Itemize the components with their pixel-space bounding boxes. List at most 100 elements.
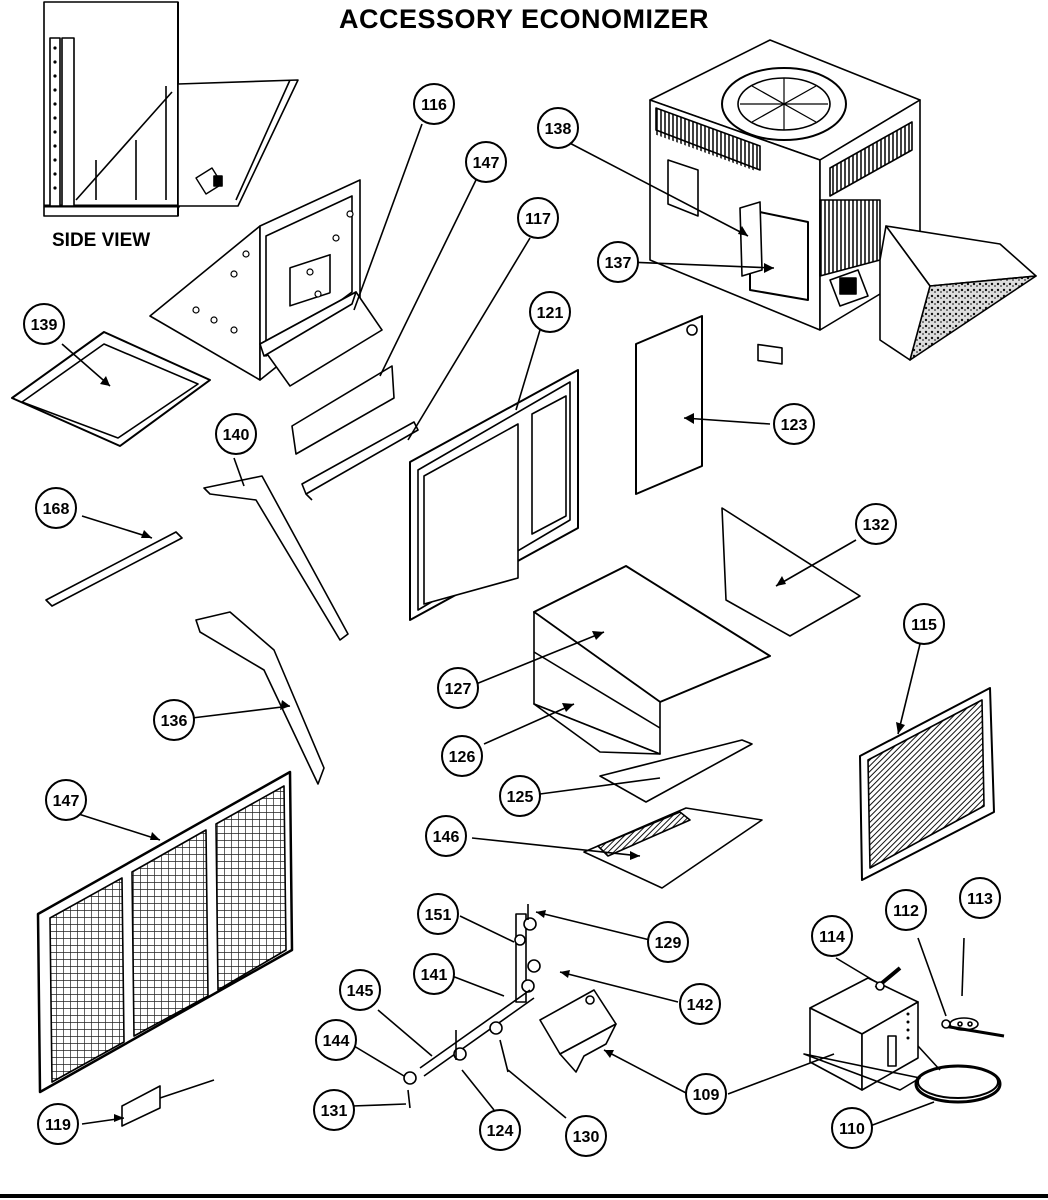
rooftop-unit bbox=[649, 39, 1037, 365]
callout-circle bbox=[959, 877, 1001, 919]
callout-circle bbox=[517, 197, 559, 239]
callout-147: 147 bbox=[45, 779, 87, 821]
callout-circle bbox=[437, 667, 479, 709]
callout-121: 121 bbox=[529, 291, 571, 333]
callout-168: 168 bbox=[35, 487, 77, 529]
callout-129: 129 bbox=[647, 921, 689, 963]
callout-115: 115 bbox=[903, 603, 945, 645]
diagram-title: ACCESSORY ECONOMIZER bbox=[338, 4, 710, 34]
callout-label: 139 bbox=[31, 317, 58, 334]
callout-136: 136 bbox=[153, 699, 195, 741]
callout-112: 112 bbox=[885, 889, 927, 931]
part-146-filter bbox=[36, 770, 294, 1094]
callout-circle bbox=[441, 735, 483, 777]
callout-circle bbox=[679, 983, 721, 1025]
callout-label: 123 bbox=[781, 417, 808, 434]
callout-circle bbox=[37, 1103, 79, 1145]
callout-circle bbox=[903, 603, 945, 645]
callout-circle bbox=[885, 889, 927, 931]
callout-127: 127 bbox=[437, 667, 479, 709]
callout-circle bbox=[413, 953, 455, 995]
part-168-angle bbox=[45, 531, 183, 607]
callout-label: 137 bbox=[605, 255, 632, 272]
callout-label: 124 bbox=[487, 1123, 514, 1140]
part-136-bracket bbox=[195, 611, 325, 785]
part-116-hood-frame bbox=[149, 179, 383, 387]
callout-circle bbox=[831, 1107, 873, 1149]
callout-124: 124 bbox=[479, 1109, 521, 1151]
callout-label: 114 bbox=[819, 929, 845, 946]
callout-label: 138 bbox=[545, 121, 572, 138]
callout-circle bbox=[855, 503, 897, 545]
transformer-assembly bbox=[803, 966, 1005, 1104]
callout-151: 151 bbox=[417, 893, 459, 935]
part-119-bracket bbox=[121, 1085, 161, 1127]
side-view-inset bbox=[43, 1, 299, 217]
callout-label: 110 bbox=[839, 1121, 865, 1138]
callout-109: 109 bbox=[685, 1073, 727, 1115]
callout-141: 141 bbox=[413, 953, 455, 995]
callout-116: 116 bbox=[413, 83, 455, 125]
callout-131: 131 bbox=[313, 1089, 355, 1131]
callout-145: 145 bbox=[339, 969, 381, 1011]
callout-circle bbox=[529, 291, 571, 333]
callout-circle bbox=[153, 699, 195, 741]
callout-label: 146 bbox=[433, 829, 460, 846]
callout-113: 113 bbox=[959, 877, 1001, 919]
callout-circle bbox=[537, 107, 579, 149]
callout-circle bbox=[315, 1019, 357, 1061]
part-109-actuator bbox=[539, 989, 617, 1073]
part-125-strip bbox=[599, 739, 753, 803]
callout-circle bbox=[565, 1115, 607, 1157]
callout-circle bbox=[465, 141, 507, 183]
part-140-bracket bbox=[203, 475, 349, 641]
callout-142: 142 bbox=[679, 983, 721, 1025]
callout-circle bbox=[425, 815, 467, 857]
callout-label: 119 bbox=[45, 1117, 71, 1134]
callout-circle bbox=[647, 921, 689, 963]
linkage-assembly bbox=[403, 904, 541, 1109]
callout-125: 125 bbox=[499, 775, 541, 817]
callout-119: 119 bbox=[37, 1103, 79, 1145]
callout-circle bbox=[597, 241, 639, 283]
callout-label: 121 bbox=[537, 305, 564, 322]
callout-circle bbox=[23, 303, 65, 345]
callout-circle bbox=[685, 1073, 727, 1115]
callout-circle bbox=[773, 403, 815, 445]
side-view-label: SIDE VIEW bbox=[52, 230, 151, 251]
callout-130: 130 bbox=[565, 1115, 607, 1157]
callout-label: 142 bbox=[687, 997, 714, 1014]
callout-circle bbox=[215, 413, 257, 455]
callout-label: 140 bbox=[223, 427, 250, 444]
callout-label: 125 bbox=[507, 789, 534, 806]
part-121-panel bbox=[409, 369, 579, 621]
part-115-plate bbox=[583, 807, 763, 889]
callout-126: 126 bbox=[441, 735, 483, 777]
callout-139: 139 bbox=[23, 303, 65, 345]
callout-110: 110 bbox=[831, 1107, 873, 1149]
callout-144: 144 bbox=[315, 1019, 357, 1061]
callout-140: 140 bbox=[215, 413, 257, 455]
callout-circle bbox=[413, 83, 455, 125]
callout-label: 147 bbox=[53, 793, 80, 810]
callout-label: 109 bbox=[693, 1087, 720, 1104]
callout-circle bbox=[45, 779, 87, 821]
part-123-panel bbox=[635, 315, 703, 495]
part-147-strip bbox=[291, 365, 395, 455]
callout-117: 117 bbox=[517, 197, 559, 239]
callout-label: 116 bbox=[421, 97, 447, 114]
callout-label: 132 bbox=[863, 517, 890, 534]
callout-label: 168 bbox=[43, 501, 70, 518]
callout-label: 141 bbox=[421, 967, 448, 984]
callout-123: 123 bbox=[773, 403, 815, 445]
callout-146: 146 bbox=[425, 815, 467, 857]
callout-label: 126 bbox=[449, 749, 476, 766]
callout-label: 117 bbox=[525, 211, 551, 228]
part-147-filter bbox=[859, 687, 995, 881]
callout-label: 115 bbox=[911, 617, 937, 634]
callout-114: 114 bbox=[811, 915, 853, 957]
part-117-strip bbox=[301, 421, 419, 495]
callout-132: 132 bbox=[855, 503, 897, 545]
callout-label: 144 bbox=[323, 1033, 350, 1050]
